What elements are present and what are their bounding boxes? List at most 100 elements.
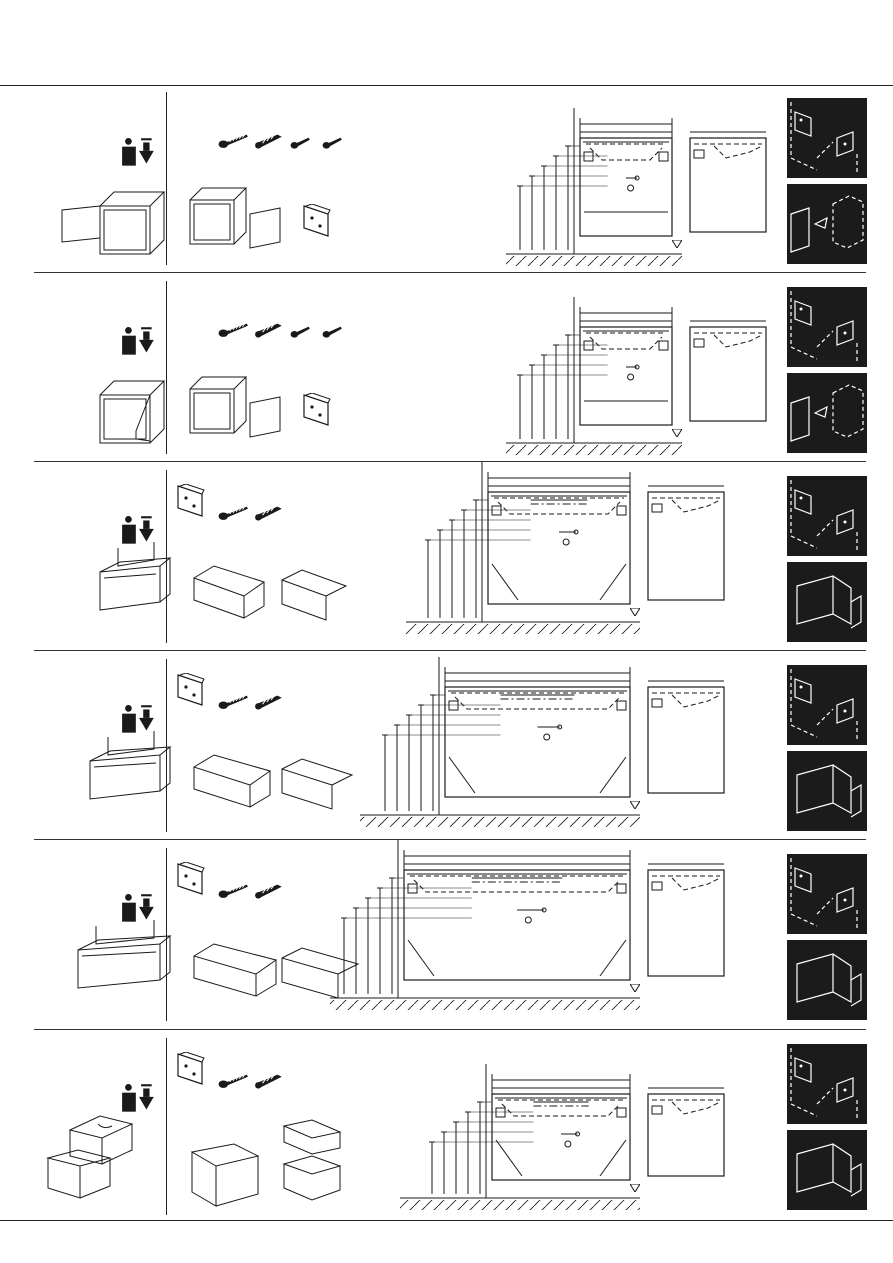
cabinet-drawing bbox=[190, 188, 246, 244]
wall-plug-icon bbox=[255, 324, 282, 338]
bracket-mount-thumbnail bbox=[787, 665, 867, 745]
bracket-left bbox=[449, 701, 458, 710]
cabinet-hang-thumbnail bbox=[787, 751, 867, 831]
two-person-lift-icon bbox=[122, 327, 154, 355]
level-triangle-icon bbox=[630, 608, 640, 616]
product-overview bbox=[40, 470, 165, 640]
floor-hatch bbox=[506, 445, 682, 455]
wall-plug-icon bbox=[255, 135, 282, 149]
bracket-right bbox=[617, 1108, 626, 1117]
bracket-mount-thumbnail bbox=[787, 476, 867, 556]
cabinet-hang-thumbnail bbox=[787, 184, 867, 264]
installation-dimension-drawing bbox=[330, 281, 780, 461]
wall-plug-icon bbox=[255, 885, 282, 899]
bracket-mount-thumbnail bbox=[787, 854, 867, 934]
bracket-left bbox=[492, 506, 501, 515]
product-overview bbox=[40, 659, 165, 829]
product-overview bbox=[40, 848, 165, 1018]
row-separator bbox=[34, 839, 866, 840]
row-2 bbox=[0, 281, 893, 461]
row-separator bbox=[34, 272, 866, 273]
wall-plug-icon bbox=[255, 507, 282, 521]
floor-hatch bbox=[400, 1200, 640, 1210]
row-3 bbox=[0, 470, 893, 650]
bracket-left bbox=[584, 152, 593, 161]
installation-dimension-drawing bbox=[330, 470, 780, 650]
row-1 bbox=[0, 92, 893, 272]
bracket-right bbox=[617, 701, 626, 710]
screw-icon bbox=[219, 1075, 248, 1088]
row-separator bbox=[34, 650, 866, 651]
wall-plug-icon bbox=[255, 696, 282, 710]
header-rule bbox=[0, 85, 893, 86]
waste-outlet-marker bbox=[628, 374, 634, 380]
cabinet-drawing bbox=[100, 381, 164, 443]
product-overview bbox=[40, 281, 165, 451]
level-triangle-icon bbox=[672, 240, 682, 248]
screw-icon bbox=[291, 138, 310, 149]
floor-hatch bbox=[506, 256, 682, 266]
cabinet-side-view bbox=[648, 492, 724, 600]
two-person-lift-icon bbox=[122, 516, 154, 544]
cabinet-front bbox=[580, 138, 672, 236]
bracket-right bbox=[617, 506, 626, 515]
installation-dimension-drawing bbox=[330, 659, 780, 839]
waste-outlet-marker bbox=[628, 185, 634, 191]
bracket-mount-thumbnail bbox=[787, 98, 867, 178]
wall-plug-icon bbox=[255, 1075, 282, 1089]
two-person-lift-icon bbox=[122, 894, 154, 922]
hanging-bracket-icon bbox=[178, 862, 204, 894]
cabinet-side-view bbox=[690, 138, 766, 232]
bracket-mount-thumbnail bbox=[787, 1044, 867, 1124]
hanging-bracket-icon bbox=[178, 484, 204, 516]
two-person-lift-icon bbox=[122, 138, 154, 166]
row-6 bbox=[0, 1038, 893, 1218]
cabinet-side-view bbox=[648, 687, 724, 793]
level-triangle-icon bbox=[630, 984, 640, 992]
cabinet-front bbox=[445, 687, 630, 797]
bracket-side bbox=[652, 699, 662, 707]
hanging-bracket-icon bbox=[304, 204, 330, 236]
screw-icon bbox=[219, 135, 248, 148]
bracket-side bbox=[694, 339, 704, 347]
cabinet-side-view bbox=[648, 870, 724, 976]
bracket-right bbox=[659, 341, 668, 350]
bracket-right bbox=[659, 152, 668, 161]
floor-hatch bbox=[406, 624, 640, 634]
waste-outlet-marker bbox=[565, 1141, 571, 1147]
cabinet-drawing bbox=[100, 192, 164, 254]
installation-dimension-drawing bbox=[330, 1038, 780, 1218]
row-separator bbox=[34, 461, 866, 462]
screw-icon bbox=[219, 507, 248, 520]
row-separator bbox=[34, 1029, 866, 1030]
cabinet-front bbox=[404, 870, 630, 980]
cabinet-hang-thumbnail bbox=[787, 562, 867, 642]
product-overview bbox=[40, 1038, 165, 1208]
cabinet-front bbox=[492, 1094, 630, 1180]
row-4 bbox=[0, 659, 893, 839]
screw-icon bbox=[219, 324, 248, 337]
waste-outlet-marker bbox=[544, 734, 550, 740]
screw-icon bbox=[291, 327, 310, 338]
footer-rule bbox=[0, 1220, 893, 1221]
waste-outlet-marker bbox=[525, 917, 531, 923]
cabinet-hang-thumbnail bbox=[787, 940, 867, 1020]
floor-hatch bbox=[330, 1000, 640, 1010]
row-5 bbox=[0, 848, 893, 1028]
bracket-side bbox=[652, 882, 662, 890]
installation-dimension-drawing bbox=[330, 92, 780, 272]
two-person-lift-icon bbox=[122, 705, 154, 733]
bracket-left bbox=[408, 884, 417, 893]
cabinet-hang-thumbnail bbox=[787, 373, 867, 453]
level-triangle-icon bbox=[630, 801, 640, 809]
cabinet-hang-thumbnail bbox=[787, 1130, 867, 1210]
level-triangle-icon bbox=[630, 1184, 640, 1192]
bracket-right bbox=[617, 884, 626, 893]
bracket-side bbox=[694, 150, 704, 158]
cabinet-side-view bbox=[690, 327, 766, 421]
screw-icon bbox=[219, 885, 248, 898]
screw-icon bbox=[219, 696, 248, 709]
product-overview bbox=[40, 92, 165, 262]
hanging-bracket-icon bbox=[178, 1052, 204, 1084]
level-triangle-icon bbox=[672, 429, 682, 437]
